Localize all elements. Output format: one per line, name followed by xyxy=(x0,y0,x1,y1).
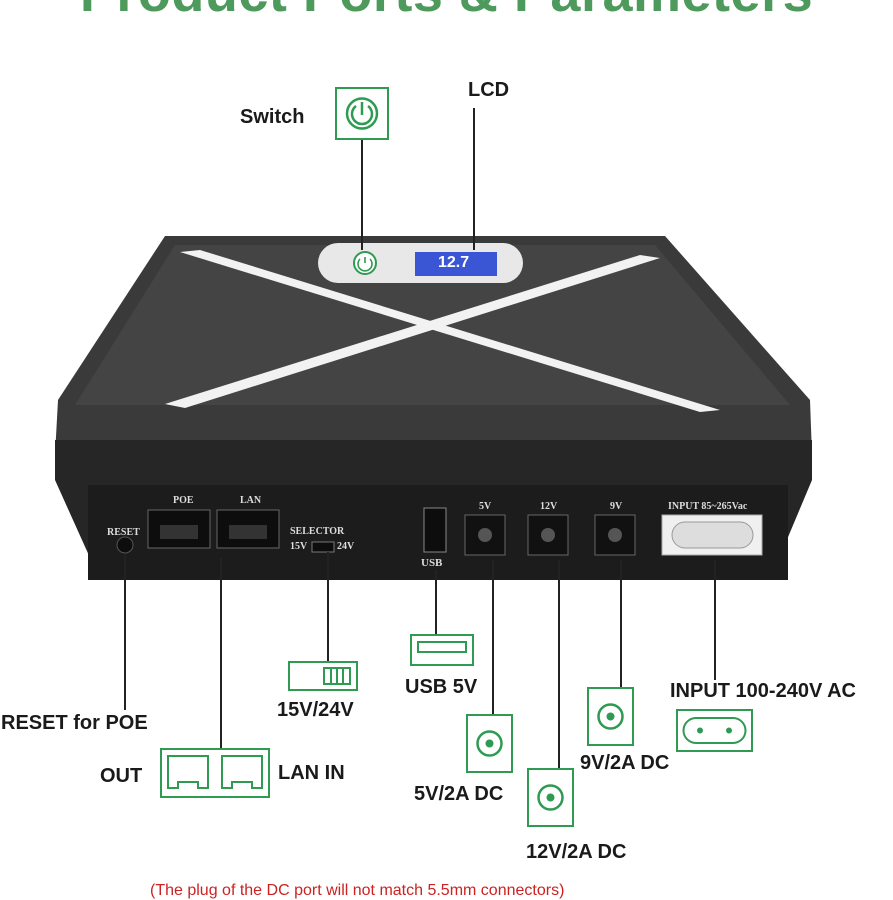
device-label-24v: 24V xyxy=(337,541,355,552)
label-usb-5v: USB 5V xyxy=(405,676,478,698)
lcd-screen xyxy=(415,252,497,276)
label-dc-9v: 9V/2A DC xyxy=(580,752,670,774)
dc-12v-port-icon xyxy=(527,768,574,827)
leader-9v xyxy=(620,560,622,690)
label-dc-12v: 12V/2A DC xyxy=(526,841,627,863)
device-label-5v: 5V xyxy=(479,501,492,512)
device-label-lan: LAN xyxy=(240,495,262,506)
device-label-input-spec: INPUT 85~265Vac xyxy=(668,501,748,512)
device-label-15v: 15V xyxy=(290,541,308,552)
dc-5v-port-icon xyxy=(466,714,513,773)
leader-input xyxy=(714,560,716,680)
footnote: (The plug of the DC port will not match … xyxy=(150,882,565,899)
leader-selector xyxy=(327,552,329,662)
label-dc-5v: 5V/2A DC xyxy=(414,783,504,805)
leader-12v xyxy=(558,560,560,770)
device-label-12v: 12V xyxy=(540,501,558,512)
leader-lcd xyxy=(473,108,475,250)
device-label-poe: POE xyxy=(173,495,194,506)
leader-5v xyxy=(492,560,494,715)
device-label-reset: RESET xyxy=(107,527,140,538)
device-label-selector: SELECTOR xyxy=(290,526,345,537)
label-lcd: LCD xyxy=(468,79,510,101)
rj45-ports-icon xyxy=(160,748,270,798)
leader-lan xyxy=(220,558,222,748)
leader-reset xyxy=(124,555,126,710)
label-out: OUT xyxy=(100,765,143,787)
power-switch-icon xyxy=(335,87,389,140)
dc-9v-port-icon xyxy=(587,687,634,746)
label-15v-24v: 15V/24V xyxy=(277,699,354,721)
page-title: Product Ports & Parameters xyxy=(0,0,893,24)
ac-input-icon xyxy=(676,709,753,752)
label-reset-for-poe: RESET for POE xyxy=(1,712,148,734)
label-lan-in: LAN IN xyxy=(278,762,345,784)
leader-switch xyxy=(361,140,363,250)
selector-switch xyxy=(311,541,335,553)
x-stripe-b xyxy=(165,255,660,408)
device-label-usb: USB xyxy=(421,557,443,569)
usb-port-icon xyxy=(410,634,474,666)
label-switch: Switch xyxy=(240,106,305,128)
device-label-9v: 9V xyxy=(610,501,623,512)
selector-switch-icon xyxy=(288,661,358,691)
usb-port xyxy=(423,507,447,553)
leader-usb xyxy=(435,570,437,635)
x-stripe-a xyxy=(180,250,720,412)
label-input-ac: INPUT 100-240V AC xyxy=(670,680,856,702)
lcd-reading: 12.7 xyxy=(438,254,470,271)
reset-hole xyxy=(116,536,134,554)
